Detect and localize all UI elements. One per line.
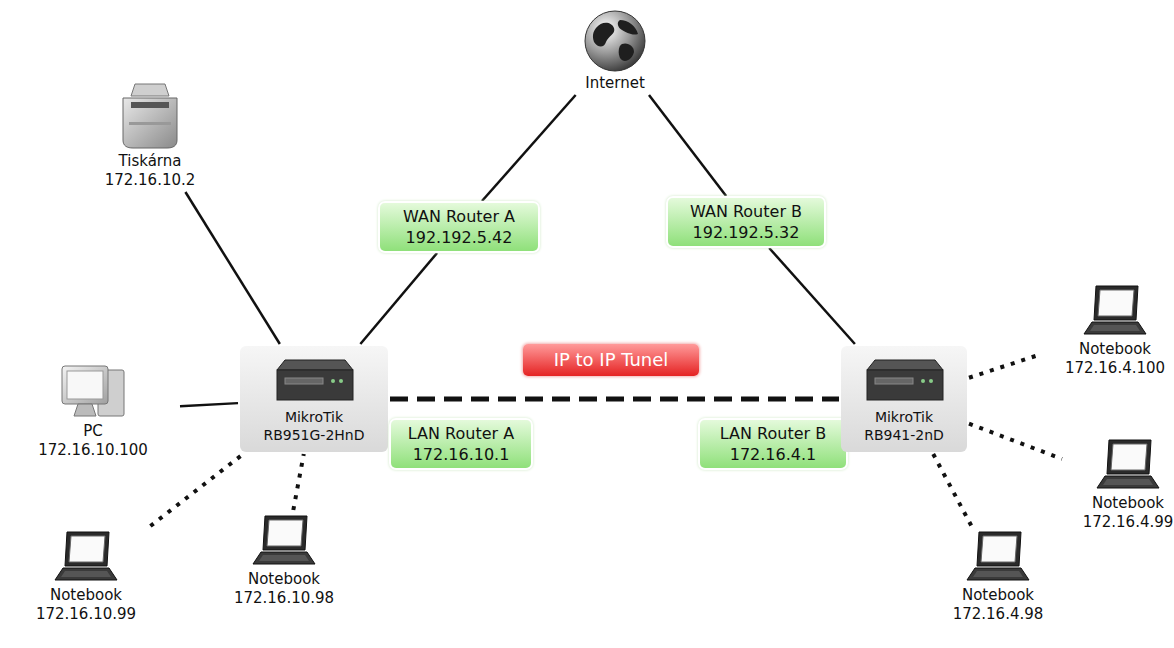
notebook: Notebook172.16.10.99 xyxy=(20,528,152,624)
printer-icon xyxy=(80,80,220,152)
ip-address: 172.16.4.100 xyxy=(1040,359,1174,378)
tunnel-line xyxy=(390,397,839,402)
ip-address: 192.192.5.42 xyxy=(390,227,528,248)
router-box: MikroTik RB951G-2HnD xyxy=(240,346,388,452)
node-label: Tiskárna xyxy=(80,152,220,171)
notebook: Notebook172.16.4.99 xyxy=(1064,436,1174,532)
pc: PC172.16.10.100 xyxy=(8,362,178,460)
laptop-icon xyxy=(930,528,1066,586)
wireless-link xyxy=(150,454,243,526)
node-label: PC xyxy=(8,422,178,441)
cable-link xyxy=(185,192,279,344)
lan-address-box: LAN Router A172.16.10.1 xyxy=(391,420,531,468)
printer: Tiskárna172.16.10.2 xyxy=(80,80,220,190)
wireless-link xyxy=(969,424,1062,459)
notebook: Notebook172.16.4.98 xyxy=(930,528,1066,624)
node-label: Notebook xyxy=(1064,494,1174,513)
globe-icon xyxy=(559,8,671,74)
node-label: LAN Router B xyxy=(710,423,836,444)
router-icon xyxy=(845,352,963,408)
ip-address: 172.16.10.100 xyxy=(8,441,178,460)
wireless-link xyxy=(933,454,971,526)
node-label: MikroTik RB951G-2HnD xyxy=(262,408,366,444)
laptop-icon xyxy=(1040,282,1174,340)
laptop-icon xyxy=(214,512,354,570)
laptop-icon xyxy=(1064,436,1174,494)
ip-address: 172.16.4.1 xyxy=(710,444,836,465)
ip-address: 172.16.10.98 xyxy=(214,589,354,608)
laptop-icon xyxy=(20,528,152,586)
notebook: Notebook172.16.10.98 xyxy=(214,512,354,608)
wireless-link xyxy=(293,454,303,510)
internet-globe: Internet xyxy=(559,8,671,93)
ip-address: 172.16.10.99 xyxy=(20,605,152,624)
lan-address-box: LAN Router B172.16.4.1 xyxy=(700,420,846,468)
ip-address: 172.16.10.1 xyxy=(401,444,521,465)
cable-link xyxy=(360,253,437,344)
node-label: WAN Router A xyxy=(390,206,528,227)
ip-address: 172.16.4.98 xyxy=(930,605,1066,624)
wan-address-box: WAN Router B192.192.5.32 xyxy=(668,198,824,246)
node-label: Notebook xyxy=(930,586,1066,605)
node-label: Notebook xyxy=(20,586,152,605)
pc-icon xyxy=(8,362,178,422)
wan-address-box: WAN Router A192.192.5.42 xyxy=(380,203,538,251)
notebook: Notebook172.16.4.100 xyxy=(1040,282,1174,378)
cable-link xyxy=(180,403,238,406)
cable-link xyxy=(482,95,576,201)
cable-link xyxy=(769,248,855,344)
node-label: MikroTik RB941-2nD xyxy=(852,408,956,444)
tunnel-label: IP to IP Tunel xyxy=(523,344,699,376)
node-label: Internet xyxy=(559,74,671,93)
wireless-link xyxy=(969,355,1038,378)
ip-address: 172.16.4.99 xyxy=(1064,513,1174,532)
cable-link xyxy=(649,95,726,196)
node-label: IP to IP Tunel xyxy=(535,349,687,371)
node-label: LAN Router A xyxy=(401,423,521,444)
node-label: Notebook xyxy=(214,570,354,589)
node-label: WAN Router B xyxy=(678,201,814,222)
router-box: MikroTik RB941-2nD xyxy=(841,346,967,452)
router-icon xyxy=(244,352,384,408)
ip-address: 192.192.5.32 xyxy=(678,222,814,243)
node-label: Notebook xyxy=(1040,340,1174,359)
ip-address: 172.16.10.2 xyxy=(80,171,220,190)
